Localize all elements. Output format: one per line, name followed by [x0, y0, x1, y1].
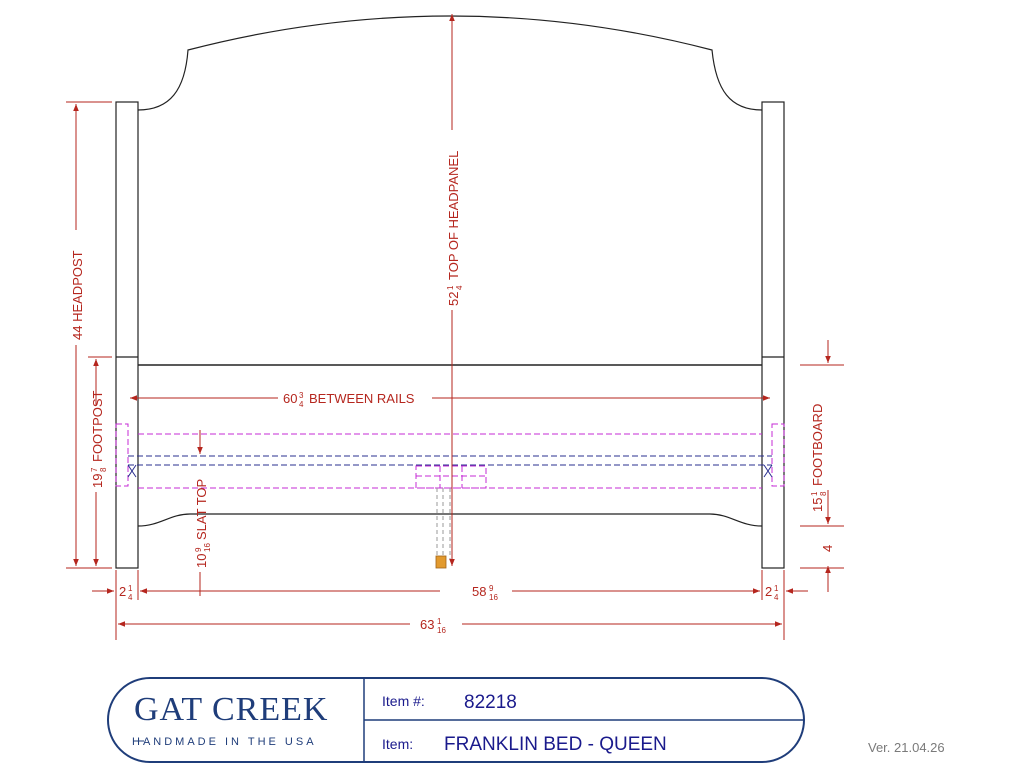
svg-text:9: 9 [489, 584, 494, 593]
title-block: GAT CREEK HANDMADE IN THE USA Item #: 82… [107, 677, 805, 763]
item-name-label: Item: [382, 736, 413, 752]
svg-text:15: 15 [810, 498, 825, 512]
right-rail-bracket [771, 423, 785, 487]
svg-text:FOOTBOARD: FOOTBOARD [810, 404, 825, 486]
svg-text:1: 1 [128, 584, 133, 593]
svg-text:16: 16 [203, 543, 212, 552]
dimension-lines [66, 14, 844, 640]
svg-text:SLAT TOP: SLAT TOP [194, 479, 209, 540]
svg-text:9: 9 [194, 547, 203, 552]
svg-text:7: 7 [90, 467, 99, 472]
left-post-width-dimension: 2 1 4 [119, 584, 133, 602]
svg-text:52: 52 [446, 292, 461, 306]
slats [127, 455, 773, 478]
svg-text:58: 58 [472, 584, 486, 599]
svg-text:1: 1 [810, 491, 819, 496]
svg-text:4: 4 [128, 593, 133, 602]
left-post [115, 101, 139, 569]
right-post [761, 101, 785, 569]
between-rails-dimension: 60 3 4 BETWEEN RAILS [283, 391, 415, 409]
version-label: Ver. 21.04.26 [868, 740, 945, 755]
svg-text:19: 19 [90, 474, 105, 488]
left-rail-bracket [115, 423, 129, 487]
svg-text:4: 4 [774, 593, 779, 602]
svg-text:FOOTPOST: FOOTPOST [90, 390, 105, 462]
brand-tagline: HANDMADE IN THE USA [132, 736, 317, 748]
svg-text:BETWEEN RAILS: BETWEEN RAILS [309, 391, 415, 406]
svg-text:63: 63 [420, 617, 434, 632]
leg-dimension: 4 [820, 545, 835, 552]
dimension-labels: 44 HEADPOST 19 7 8 FOOTPOST 52 1 4 TOP O… [70, 151, 835, 635]
headboard-curve [137, 15, 763, 111]
side-rails [115, 423, 785, 489]
svg-text:16: 16 [437, 626, 446, 635]
overall-width-dimension: 63 1 16 [420, 617, 446, 635]
svg-text:TOP OF HEADPANEL: TOP OF HEADPANEL [446, 151, 461, 280]
footboard-dimension: 15 1 8 FOOTBOARD [810, 404, 828, 512]
headpanel-dimension: 52 1 4 TOP OF HEADPANEL [446, 151, 464, 306]
footpost-dimension: 19 7 8 FOOTPOST [90, 390, 108, 488]
center-support-bracket [415, 465, 487, 489]
svg-text:1: 1 [446, 285, 455, 290]
right-post-width-dimension: 2 1 4 [765, 584, 779, 602]
svg-text:3: 3 [299, 391, 304, 400]
item-number-value: 82218 [464, 692, 517, 713]
center-support-leg [435, 488, 451, 569]
svg-text:2: 2 [119, 584, 126, 599]
brand-logo: GAT CREEK [134, 691, 328, 728]
slat-top-dimension: 10 9 16 SLAT TOP [194, 479, 212, 568]
svg-text:60: 60 [283, 391, 297, 406]
headpost-dimension: 44 HEADPOST [70, 250, 85, 340]
svg-text:8: 8 [819, 491, 828, 496]
svg-text:4: 4 [299, 400, 304, 409]
item-number-label: Item #: [382, 693, 425, 709]
svg-text:16: 16 [489, 593, 498, 602]
svg-text:10: 10 [194, 554, 209, 568]
svg-text:1: 1 [774, 584, 779, 593]
svg-text:2: 2 [765, 584, 772, 599]
inner-width-dimension: 58 9 16 [472, 584, 498, 602]
svg-text:8: 8 [99, 467, 108, 472]
support-foot [435, 555, 447, 569]
svg-text:4: 4 [455, 285, 464, 290]
footboard-lower-edge [137, 513, 763, 527]
svg-text:1: 1 [437, 617, 442, 626]
item-name-value: FRANKLIN BED - QUEEN [444, 734, 667, 755]
